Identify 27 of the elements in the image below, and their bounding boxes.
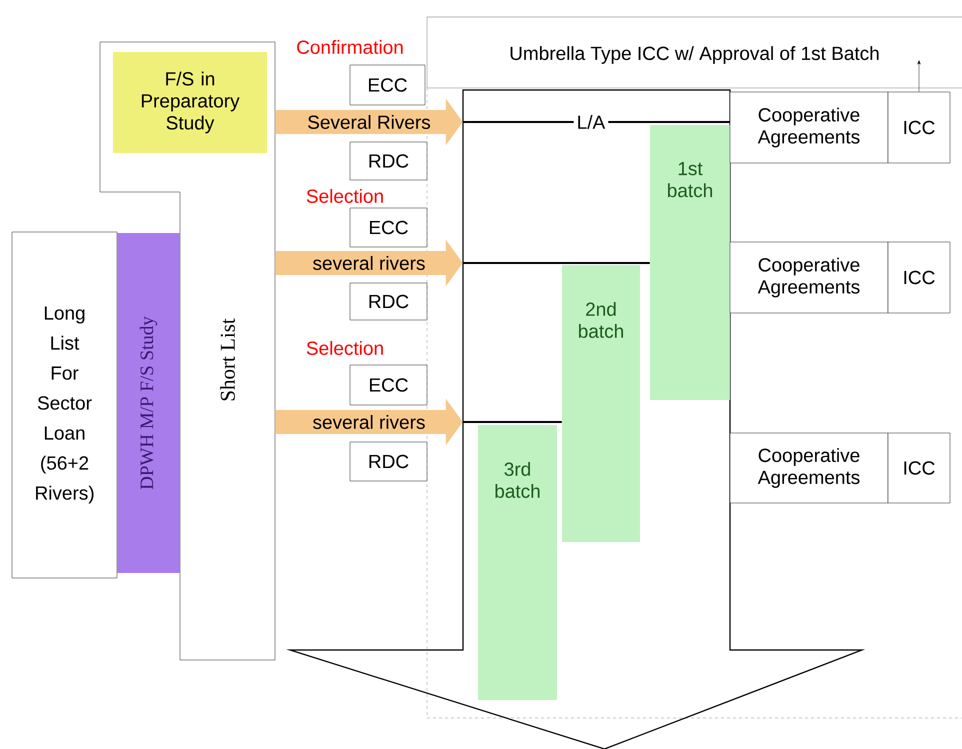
process-box: RDC	[350, 142, 428, 180]
connector-line	[462, 421, 562, 423]
process-box: RDC	[350, 282, 428, 320]
batch-bar: 2nd batch	[562, 265, 640, 542]
edge-label: several rivers	[313, 256, 425, 270]
batch-bar: 3rd batch	[478, 425, 557, 700]
process-box: ECC	[350, 64, 426, 106]
edge-label: Several Rivers	[308, 115, 430, 129]
stage-label: Selection	[306, 189, 383, 203]
process-box: RDC	[350, 442, 428, 482]
process-box: ICC	[888, 432, 950, 504]
process-box: ECC	[350, 208, 428, 248]
stage-label: Confirmation	[297, 40, 403, 54]
connector-line	[462, 262, 650, 264]
process-box: Long List For Sector Loan (56+2 Rivers)	[12, 232, 118, 578]
process-box: ECC	[350, 364, 428, 406]
process-box: ICC	[888, 92, 950, 164]
connector-line	[462, 121, 730, 123]
batch-bar: 1st batch	[650, 125, 730, 400]
study-band: DPWH M/P F/S Study	[117, 233, 180, 573]
connector-line	[917, 60, 921, 92]
stage-label: Selection	[306, 341, 383, 355]
process-box: ICC	[888, 242, 950, 314]
edge-label: several rivers	[313, 415, 425, 429]
edge-label: L/A	[574, 112, 608, 132]
study-box: F/S in Preparatory Study	[113, 52, 267, 153]
heading-text: Umbrella Type ICC w/ Approval of 1st Batch	[510, 46, 879, 64]
